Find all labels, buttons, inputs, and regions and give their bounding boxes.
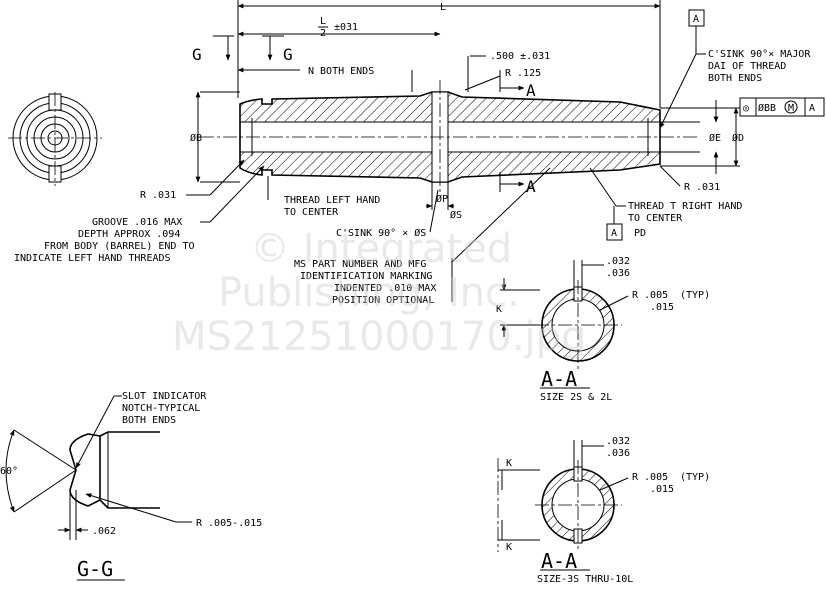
groove-line2: DEPTH APPROX .094 xyxy=(78,229,180,240)
gg-slot-line2: NOTCH-TYPICAL xyxy=(122,403,200,414)
watermark-line1: © Integrated xyxy=(250,226,512,272)
pd-label: PD xyxy=(634,228,646,239)
radius-125-label: R .125 xyxy=(505,68,541,79)
aa1-dim-a: .032 xyxy=(606,256,630,267)
aa1-dim-b: .036 xyxy=(606,268,630,279)
g-left-label: G xyxy=(192,45,202,64)
csink-major-line1: C'SINK 90°× MAJOR xyxy=(708,49,811,60)
dia-p-label: ØP xyxy=(436,193,448,205)
fcf-symbol: ◎ xyxy=(743,103,749,114)
radius-031-left: R .031 xyxy=(140,190,176,201)
section-mark-a xyxy=(499,70,525,192)
fcf-value: ØBB xyxy=(758,102,776,114)
half-length-tolerance: ±031 xyxy=(334,22,358,33)
n-both-ends-label: N BOTH ENDS xyxy=(308,66,374,77)
thread-left-line2: TO CENTER xyxy=(284,207,339,218)
fcf-modifier: M xyxy=(788,103,794,114)
dimensions-top xyxy=(195,0,740,183)
half-length-symbol: L xyxy=(320,16,326,27)
aa2-r-line2: .015 xyxy=(650,484,674,495)
radius-031-right: R .031 xyxy=(684,182,720,193)
ms-line4: POSITION OPTIONAL xyxy=(332,295,434,306)
aa2-dim-b: .036 xyxy=(606,448,630,459)
ms-line1: MS PART NUMBER AND MFG xyxy=(294,259,426,270)
aa1-size: SIZE 2S & 2L xyxy=(540,392,612,403)
aa1-typ: (TYP) xyxy=(680,290,710,301)
aa1-k: K xyxy=(496,304,502,315)
aa1-title: A-A xyxy=(541,367,577,391)
section-aa-1 xyxy=(500,260,629,389)
fcf-datum: A xyxy=(809,103,815,114)
aa2-size: SIZE-3S THRU-10L xyxy=(537,574,633,585)
gg-depth: .062 xyxy=(92,526,116,537)
csink-major-line3: BOTH ENDS xyxy=(708,73,762,84)
dia-e-label: ØE xyxy=(709,132,721,144)
aa2-k-top: K xyxy=(506,458,512,469)
groove-line1: GROOVE .016 MAX xyxy=(92,217,182,228)
feature-control-frame xyxy=(739,97,825,117)
datum-a-bottom-label: A xyxy=(611,228,617,239)
watermark-line3: MS21251000170.jpg xyxy=(172,314,586,360)
gg-angle: 60° xyxy=(0,466,18,477)
groove-line3: FROM BODY (BARREL) END TO xyxy=(44,241,195,252)
groove-line4: INDICATE LEFT HAND THREADS xyxy=(14,253,171,264)
dia-s-label: ØS xyxy=(450,209,462,221)
watermark-line2: Publishing, Inc. xyxy=(218,270,520,316)
datum-a-top-label: A xyxy=(693,14,699,25)
thread-right-line1: THREAD T RIGHT HAND xyxy=(628,201,742,212)
aa2-k-bottom: K xyxy=(506,542,512,553)
thread-right-line2: TO CENTER xyxy=(628,213,683,224)
dia-b-label: ØB xyxy=(190,132,202,144)
aa2-title: A-A xyxy=(541,549,577,573)
aa2-r-line1: R .005 xyxy=(632,472,668,483)
center-offset-label: .500 ±.031 xyxy=(490,51,550,62)
gg-slot-line1: SLOT INDICATOR xyxy=(122,391,207,402)
section-mark-g xyxy=(213,35,284,61)
csink-major-line2: DAI OF THREAD xyxy=(708,61,786,72)
gg-slot-line3: BOTH ENDS xyxy=(122,415,176,426)
detail-gg xyxy=(5,395,192,581)
g-right-label: G xyxy=(283,45,293,64)
aa1-r-line2: .015 xyxy=(650,302,674,313)
aa1-r-line1: R .005 xyxy=(632,290,668,301)
csink-s-label: C'SINK 90° × ØS xyxy=(336,227,426,239)
a-top-label: A xyxy=(526,81,536,100)
thread-left-line1: THREAD LEFT HAND xyxy=(284,195,380,206)
half-length-denominator: 2 xyxy=(320,28,326,39)
ms-line3: INDENTED .010 MAX xyxy=(334,283,436,294)
gg-title: G-G xyxy=(77,557,113,581)
aa2-typ: (TYP) xyxy=(680,472,710,483)
main-body xyxy=(200,80,700,196)
ms-line2: IDENTIFICATION MARKING xyxy=(300,271,432,282)
end-view xyxy=(8,92,102,186)
dia-d-label: ØD xyxy=(732,132,744,144)
section-aa-2 xyxy=(497,440,629,571)
aa2-dim-a: .032 xyxy=(606,436,630,447)
gg-radius: R .005-.015 xyxy=(196,518,262,529)
overall-length-label: L xyxy=(440,2,446,13)
